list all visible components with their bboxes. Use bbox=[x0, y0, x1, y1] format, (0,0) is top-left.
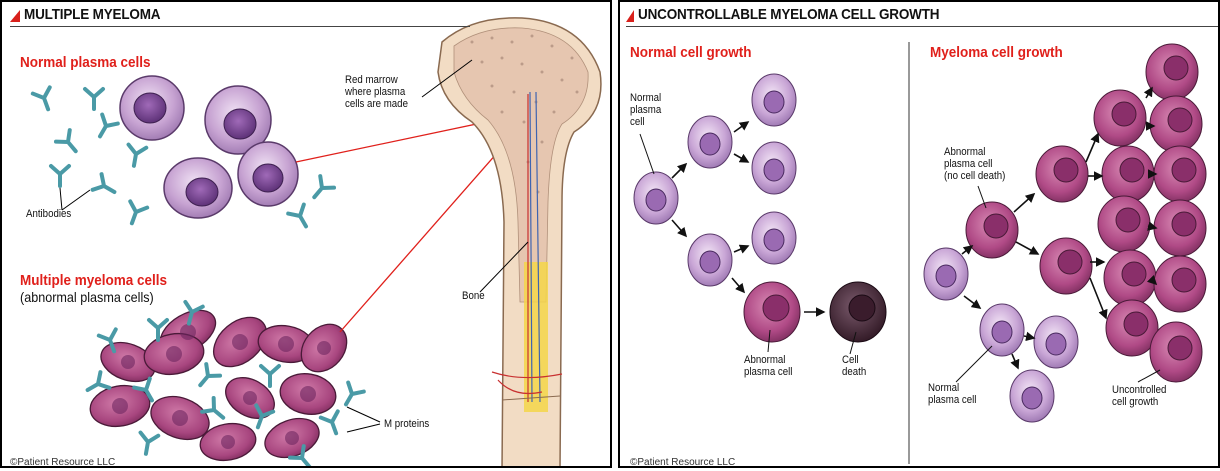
normal-plasma-cell-label: Normal plasma cell bbox=[630, 92, 661, 128]
normal-plasma-cells-heading: Normal plasma cells bbox=[20, 54, 151, 71]
normal-growth-cells bbox=[634, 74, 886, 342]
red-marrow-label: Red marrow where plasma cells are made bbox=[345, 74, 408, 110]
femur-bone-illustration bbox=[438, 18, 601, 468]
antibodies-label: Antibodies bbox=[26, 208, 71, 220]
title-rule bbox=[10, 26, 470, 27]
uncontrollable-growth-panel: UNCONTROLLABLE MYELOMA CELL GROWTH Norma… bbox=[618, 0, 1220, 468]
title-marker-icon bbox=[626, 10, 634, 22]
m-proteins-label: M proteins bbox=[384, 418, 429, 430]
myeloma-growth-cells bbox=[924, 44, 1206, 422]
title-marker-icon bbox=[10, 10, 20, 22]
bone-label: Bone bbox=[462, 290, 485, 302]
myeloma-cells-heading: Multiple myeloma cells bbox=[20, 272, 167, 289]
multiple-myeloma-illustration bbox=[2, 2, 612, 468]
abnormal-plasma-cell-label: Abnormal plasma cell bbox=[744, 354, 792, 378]
copyright-text: ©Patient Resource LLC bbox=[10, 457, 115, 468]
uncontrolled-growth-label: Uncontrolled cell growth bbox=[1112, 384, 1166, 408]
panel-title: MULTIPLE MYELOMA bbox=[24, 6, 160, 23]
copyright-text: ©Patient Resource LLC bbox=[630, 457, 735, 468]
panel-title: UNCONTROLLABLE MYELOMA CELL GROWTH bbox=[638, 6, 939, 23]
normal-growth-heading: Normal cell growth bbox=[630, 44, 752, 61]
myeloma-growth-heading: Myeloma cell growth bbox=[930, 44, 1063, 61]
abnormal-no-death-label: Abnormal plasma cell (no cell death) bbox=[944, 146, 1005, 182]
multiple-myeloma-panel: MULTIPLE MYELOMA Normal plasma cells Ant… bbox=[0, 0, 612, 468]
cell-death-label: Cell death bbox=[842, 354, 866, 378]
normal-plasma-cell-bottom-label: Normal plasma cell bbox=[928, 382, 976, 406]
myeloma-cells-group bbox=[87, 301, 356, 464]
title-rule bbox=[626, 26, 1220, 27]
myeloma-cells-subheading: (abnormal plasma cells) bbox=[20, 289, 154, 305]
